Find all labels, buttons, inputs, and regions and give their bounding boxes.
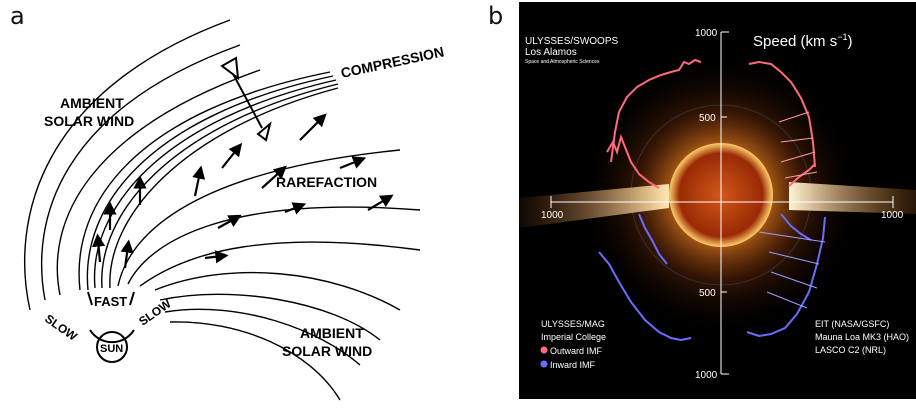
speed-label: Speed (km s−1) [753,32,852,50]
compression-double-arrow [220,56,272,142]
sun-symbol [96,331,128,363]
ambient-top-label-2: SOLAR WIND [44,113,134,129]
outward-legend-dot [540,346,548,354]
stream-interaction-diagram: COMPRESSION AMBIENT SOLAR WIND RAREFACTI… [24,19,445,401]
credit-eit: EIT (NASA/GSFC) [815,319,889,329]
credit-lasco: LASCO C2 (NRL) [815,345,886,355]
rarefaction-label: RAREFACTION [276,174,377,190]
ulysses-mag-label: ULYSSES/MAG [541,319,605,329]
inward-legend-dot [540,360,548,368]
ambient-bottom-label-2: SOLAR WIND [282,343,372,359]
right-streamer [789,182,916,214]
inward-legend-label: Inward IMF [550,360,596,370]
polar-axes [550,31,894,375]
panel-b-text: ULYSSES/SWOOPS Los Alamos Space and Atmo… [525,28,909,381]
left-streamer [519,184,669,228]
axis-label-top: 1000 [695,28,718,39]
outward-imf-trace [606,58,816,189]
axis-label-mid-top: 500 [699,113,716,124]
outward-legend-label: Outward IMF [550,346,603,356]
outward-imf-spikes [778,111,818,179]
panel-a-diagram: COMPRESSION AMBIENT SOLAR WIND RAREFACTI… [24,19,445,401]
ambient-top-label-1: AMBIENT [60,95,124,111]
panel-b-letter: b [488,2,504,30]
ambient-bottom-label-1: AMBIENT [300,325,364,341]
los-alamos-title: Los Alamos [525,47,577,58]
slow-right-label: SLOW [136,296,174,329]
flow-arrows [92,113,394,269]
axis-label-mid-bottom: 500 [699,288,716,299]
credit-mauna-loa: Mauna Loa MK3 (HAO) [815,332,909,342]
fast-label: FAST [94,294,127,309]
inward-imf-trace [598,213,826,342]
axis-label-left: 1000 [541,210,564,221]
field-lines [24,19,421,401]
diagram-labels: COMPRESSION AMBIENT SOLAR WIND RAREFACTI… [42,43,445,359]
imperial-college-label: Imperial College [541,332,606,342]
panel-a-letter: a [10,2,25,30]
ulysses-swoops-title: ULYSSES/SWOOPS [525,36,619,47]
ulysses-polar-svg: ULYSSES/SWOOPS Los Alamos Space and Atmo… [519,2,916,399]
slow-left-label: SLOW [42,312,80,345]
compression-label: COMPRESSION [339,43,445,80]
axis-label-bottom: 1000 [695,370,718,381]
panel-b-polar-plot: ULYSSES/SWOOPS Los Alamos Space and Atmo… [519,2,916,399]
axis-label-right: 1000 [881,210,904,221]
sun-label: SUN [100,343,123,355]
space-atmos-subtitle: Space and Atmospheric Sciences [525,59,600,65]
inward-imf-spikes [758,231,826,309]
